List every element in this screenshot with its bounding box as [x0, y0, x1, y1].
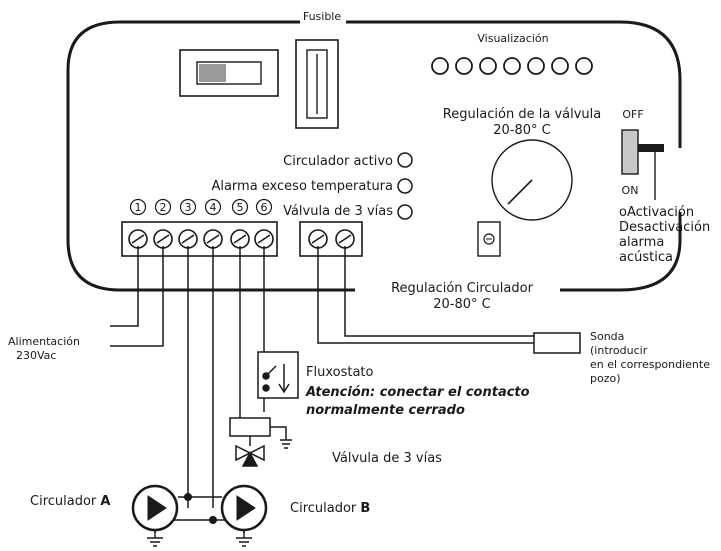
- circulator-a-pump: [131, 484, 179, 547]
- screw-terminal: [178, 229, 198, 249]
- temperature-probe: [533, 332, 581, 354]
- alarm-line-1: oActivación: [619, 205, 694, 220]
- circulator-regulation-title: Regulación Circulador: [391, 281, 534, 296]
- screw-terminal: [153, 229, 173, 249]
- power-voltage: 230Vac: [16, 349, 56, 362]
- display-led: [551, 57, 569, 75]
- screw-terminal: [308, 229, 328, 249]
- probe-line-4: pozo): [590, 372, 621, 385]
- terminal-number-2: 2: [154, 198, 172, 216]
- fuse-label: Fusible: [303, 10, 342, 23]
- valve-regulation-range: 20-80° C: [493, 123, 550, 138]
- svg-text:2: 2: [160, 201, 167, 214]
- probe-line-3: en el correspondiente: [590, 358, 710, 371]
- svg-text:3: 3: [185, 201, 192, 214]
- alarm-line-4: acústica: [619, 250, 673, 265]
- power-label: Alimentación: [8, 335, 80, 348]
- svg-text:5: 5: [237, 201, 244, 214]
- display-led: [479, 57, 497, 75]
- valve-regulation-knob[interactable]: [491, 139, 573, 221]
- display-label: Visualización: [477, 32, 548, 45]
- alarm-line-2: Desactivación: [619, 220, 710, 235]
- terminal-number-6: 6: [255, 198, 273, 216]
- terminal-block-main: [121, 221, 278, 257]
- switch-on-label: ON: [622, 184, 639, 197]
- three-way-valve: [229, 417, 292, 467]
- display-led: [527, 57, 545, 75]
- circulator-b-pump: [220, 484, 268, 547]
- warning-line-1: Atención: conectar el contacto: [305, 385, 530, 400]
- circulator-regulation-range: 20-80° C: [433, 297, 490, 312]
- svg-text:1: 1: [135, 201, 142, 214]
- valve-regulation-title: Regulación de la válvula: [443, 107, 601, 122]
- alarm-line-3: alarma: [619, 235, 664, 250]
- display-led: [431, 57, 449, 75]
- display-leds: [431, 57, 593, 75]
- junction-dot: [209, 516, 217, 524]
- display-led: [575, 57, 593, 75]
- terminal-block-probe: [299, 221, 363, 257]
- display-led: [455, 57, 473, 75]
- terminal-number-3: 3: [179, 198, 197, 216]
- indicator-valve-label: Válvula de 3 vías: [283, 204, 393, 219]
- circulator-a-label: Circulador A: [30, 494, 110, 509]
- indicator-alarm-label: Alarma exceso temperatura: [211, 179, 393, 194]
- control-box-outline: [66, 20, 682, 292]
- flow-switch: [257, 351, 299, 412]
- screw-terminal: [230, 229, 250, 249]
- svg-text:4: 4: [210, 201, 217, 214]
- terminal-number-5: 5: [231, 198, 249, 216]
- switch-off-label: OFF: [622, 108, 643, 121]
- junction-dot: [184, 493, 192, 501]
- circulator-regulation-trimmer[interactable]: [477, 221, 501, 257]
- wiring: [110, 246, 534, 533]
- display-led: [503, 57, 521, 75]
- flow-switch-label: Fluxostato: [306, 365, 374, 380]
- indicator-alarm-lamp: [397, 178, 413, 194]
- probe-line-2: (introducir: [590, 344, 648, 357]
- svg-text:6: 6: [261, 201, 268, 214]
- alarm-toggle-switch[interactable]: [621, 129, 664, 175]
- probe-line-1: Sonda: [590, 330, 624, 343]
- indicator-valve-lamp: [397, 204, 413, 220]
- terminal-number-4: 4: [204, 198, 222, 216]
- screw-terminal: [335, 229, 355, 249]
- screw-terminal: [254, 229, 274, 249]
- indicator-circulator-lamp: [397, 152, 413, 168]
- fuse-holder: [295, 39, 339, 129]
- terminal-numbers: 1 2 3 4 5 6: [129, 198, 273, 216]
- main-switch[interactable]: [179, 49, 279, 97]
- three-way-valve-label: Válvula de 3 vías: [332, 451, 442, 466]
- terminal-number-1: 1: [129, 198, 147, 216]
- indicator-circulator-label: Circulador activo: [283, 154, 393, 169]
- circulator-b-label: Circulador B: [290, 501, 370, 516]
- screw-terminal: [203, 229, 223, 249]
- screw-terminal: [128, 229, 148, 249]
- warning-line-2: normalmente cerrado: [306, 403, 465, 418]
